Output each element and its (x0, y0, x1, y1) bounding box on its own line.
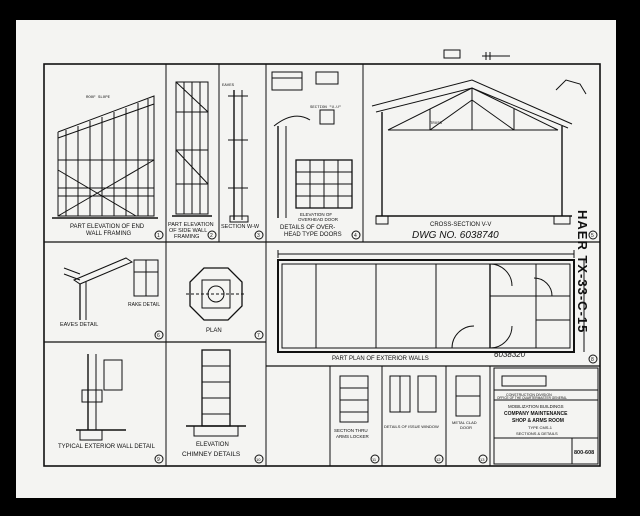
issue-window-drawing (389, 375, 437, 413)
p5-dwg-number: DWG NO. 6038740 (412, 230, 499, 241)
chimney-plan-drawing (186, 267, 246, 321)
p3-title: SECTION W-W (221, 224, 260, 230)
p8-stamp: 6038320 (494, 350, 526, 359)
exterior-wall-plan-drawing (277, 250, 585, 353)
p13-number: 13 (480, 457, 485, 462)
p10-title: ELEVATION (196, 442, 229, 448)
p5-number: 5 (591, 233, 594, 239)
p11-title: SECTION THRU (334, 428, 368, 433)
p10-number: 10 (256, 457, 261, 462)
p7-title: PLAN (206, 328, 222, 334)
sheet-number: 800-608 (574, 450, 594, 456)
p11-number: 11 (372, 457, 377, 462)
exterior-wall-detail-drawing (76, 354, 126, 441)
title-block-office: CONSTRUCTION DIVISION (506, 393, 552, 397)
title-block-line3: SHOP & ARMS ROOM (512, 418, 564, 424)
title-block-line5: SECTIONS & DETAILS (516, 431, 558, 436)
p6-number: 6 (157, 333, 160, 339)
p4-number: 4 (354, 233, 357, 239)
svg-text:TRUSS: TRUSS (430, 122, 443, 126)
p13-title2: DOOR (460, 425, 472, 430)
p4-title: ELEVATION OF (300, 212, 332, 217)
title-block-line2: COMPANY MAINTENANCE (504, 411, 568, 417)
p9-title: TYPICAL EXTERIOR WALL DETAIL (58, 444, 156, 450)
arms-locker-section-drawing (339, 375, 369, 423)
title-block-line4: TYPE CMS-1 (528, 425, 553, 430)
p4-title3: DETAILS OF OVER- (280, 225, 335, 231)
p8-number: 8 (591, 357, 594, 363)
p12-title: DETAILS OF ISSUE WINDOW (384, 424, 439, 429)
p4-title2: OVERHEAD DOOR (298, 217, 339, 222)
p2-number: 2 (210, 233, 213, 239)
p11-title2: ARMS LOCKER (336, 434, 370, 439)
section-w-drawing: EAVES (222, 84, 249, 223)
p1-title: PART ELEVATION OF END (70, 224, 145, 230)
p2-title2: OF SIDE WALL (169, 228, 207, 234)
p7-number: 7 (257, 333, 260, 339)
title-block-office2: OFFICE OF THE QUARTERMASTER GENERAL (497, 396, 567, 400)
title-block-line1: MOBILIZATION BUILDINGS (508, 404, 564, 409)
p12-number: 12 (436, 457, 441, 462)
blueprint-drawing: ROOF SLOPE EAVES SECTION "U-U" (43, 49, 601, 467)
eaves-rake-detail-drawing (63, 257, 159, 320)
title-block (493, 367, 599, 465)
metal-clad-door-drawing (455, 375, 481, 417)
panel-number-markers (154, 230, 598, 464)
p13-title: METAL CLAD (452, 420, 477, 425)
p6-title2: RAKE DETAIL (128, 302, 160, 308)
p6-title: EAVES DETAIL (60, 322, 98, 328)
p10-title2: CHIMNEY DETAILS (182, 451, 241, 458)
p9-number: 9 (157, 457, 160, 463)
p2-title: PART ELEVATION (168, 222, 214, 228)
end-wall-framing-drawing: ROOF SLOPE (52, 95, 158, 219)
svg-text:ROOF SLOPE: ROOF SLOPE (86, 96, 111, 100)
p2-title3: FRAMING (174, 234, 199, 240)
p8-title: PART PLAN OF EXTERIOR WALLS (332, 356, 429, 362)
overhead-door-details-drawing: SECTION "U-U" (271, 71, 353, 218)
p1-title2: WALL FRAMING (86, 231, 132, 237)
p5-title: CROSS-SECTION V-V (430, 222, 491, 228)
p3-number: 3 (257, 233, 260, 239)
side-wall-framing-drawing (172, 81, 212, 217)
chimney-elevation-drawing (186, 349, 246, 437)
cross-section-drawing: TRUSS (371, 79, 573, 225)
svg-text:EAVES: EAVES (222, 84, 235, 88)
p1-number: 1 (157, 233, 160, 239)
haer-side-label: HAER TX-33-C-15 (575, 210, 590, 334)
drawing-sheet: ROOF SLOPE EAVES SECTION "U-U" (16, 20, 616, 498)
svg-text:SECTION "U-U": SECTION "U-U" (310, 105, 341, 110)
p4-title4: HEAD TYPE DOORS (284, 232, 342, 238)
